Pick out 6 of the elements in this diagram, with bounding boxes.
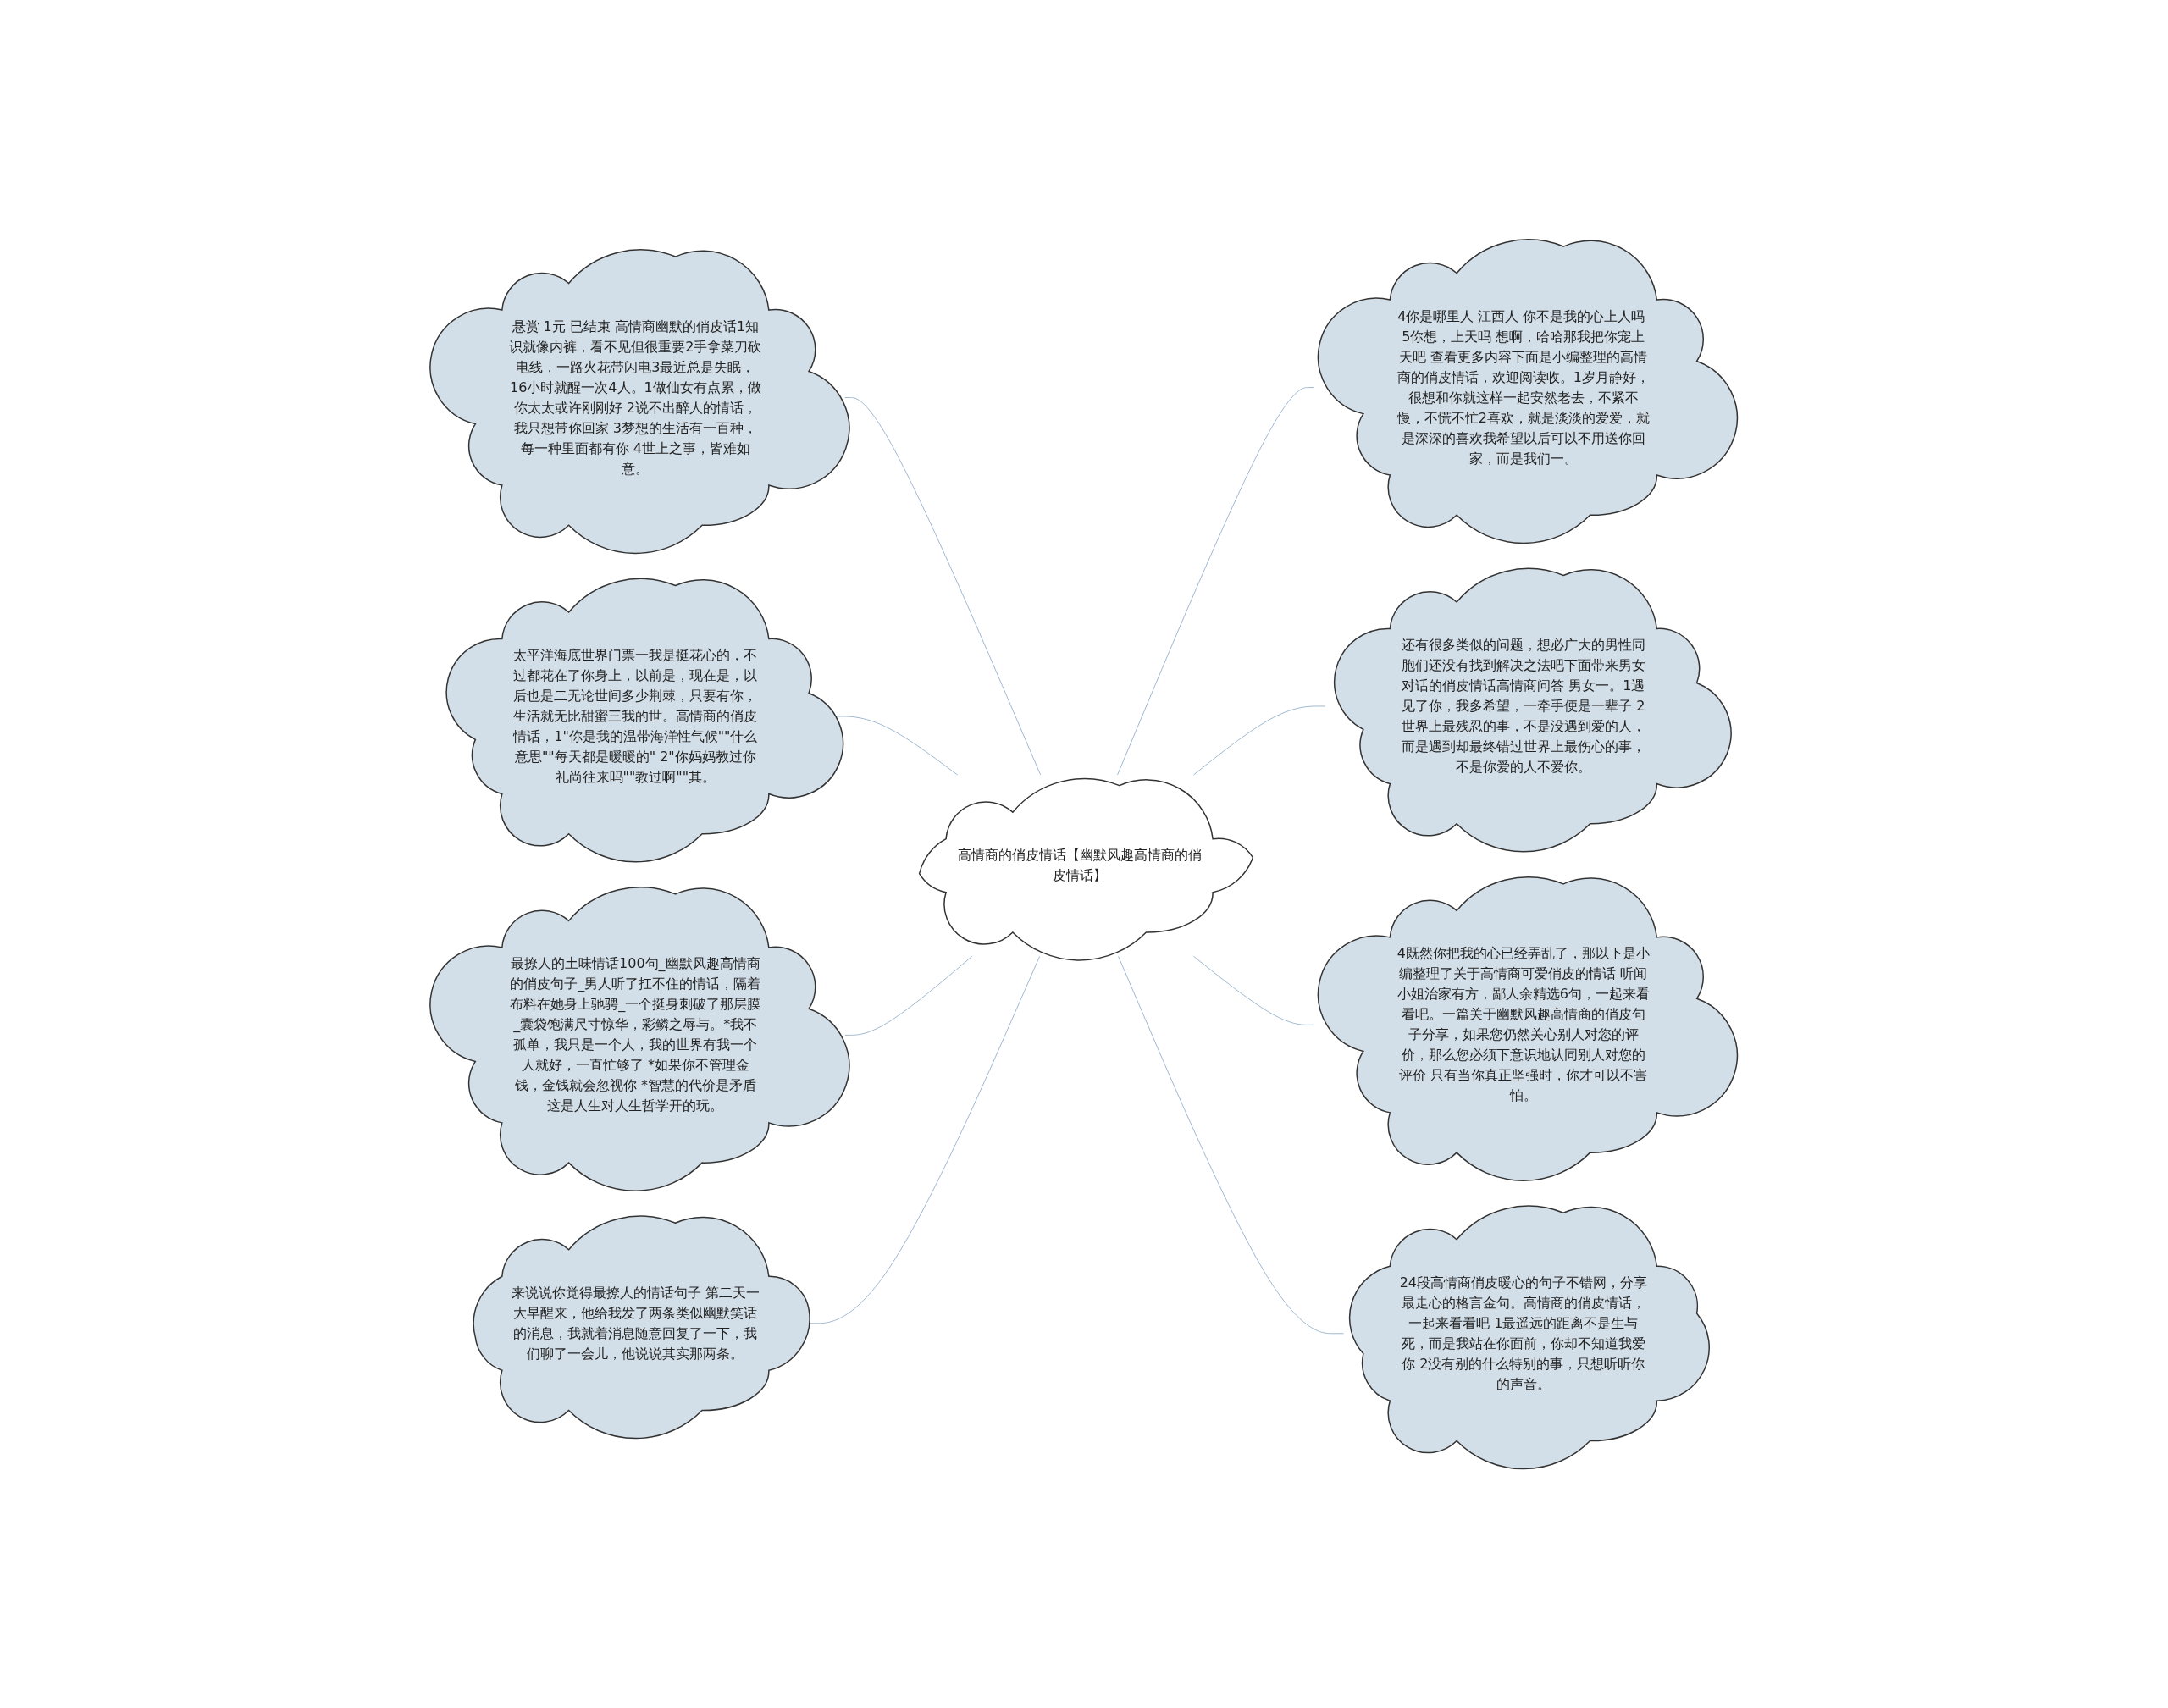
connector <box>844 955 973 1036</box>
connector <box>844 396 1042 776</box>
connector <box>1193 955 1315 1025</box>
connector <box>1117 386 1315 776</box>
connector <box>1193 705 1326 776</box>
connector <box>1118 955 1345 1334</box>
